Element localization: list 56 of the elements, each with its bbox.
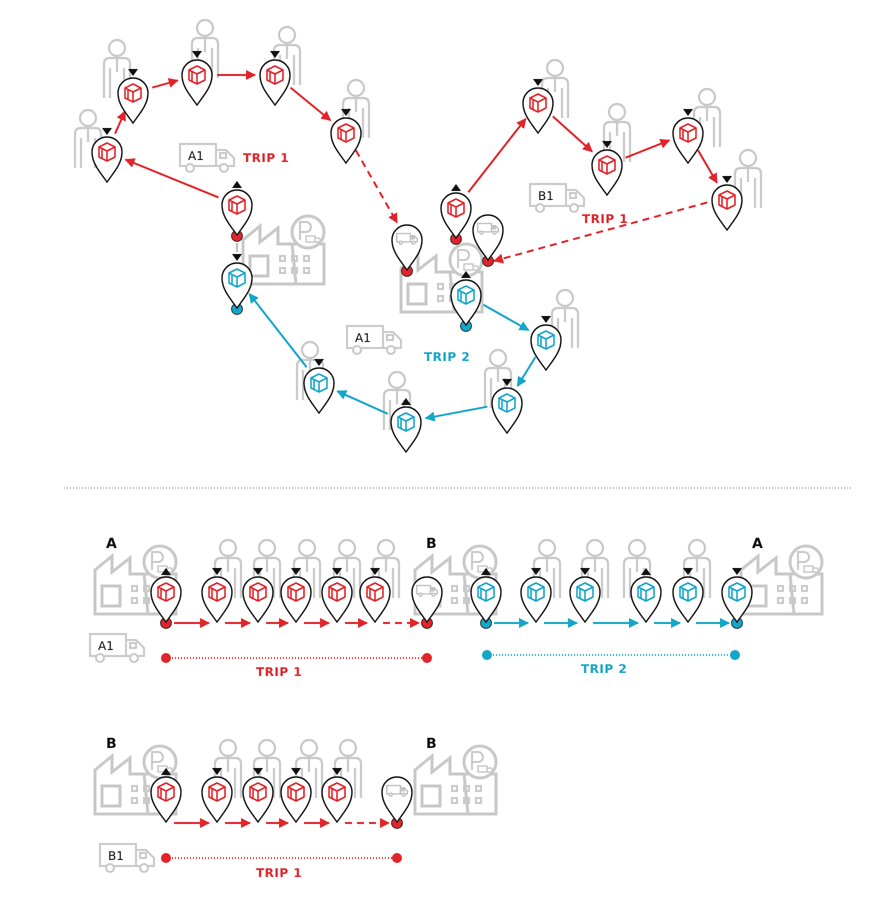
route-arrow — [494, 618, 529, 628]
vehicle-id: A1 — [188, 149, 204, 163]
route-arrow — [124, 158, 219, 198]
route-arrow — [383, 618, 420, 628]
vehicle-id: B1 — [108, 849, 124, 863]
vehicle-id: A1 — [355, 331, 371, 345]
route-arrow — [114, 110, 126, 134]
location-pin — [449, 269, 483, 333]
location-pin — [439, 182, 473, 246]
route-arrow — [304, 818, 330, 828]
route-arrow — [345, 818, 390, 828]
location-pin — [720, 566, 754, 630]
route-arrow — [544, 618, 578, 628]
route-arrow — [593, 618, 639, 628]
route-arrow — [174, 818, 210, 828]
depot-letter: B — [426, 736, 437, 752]
location-pin — [220, 179, 254, 243]
vehicle-id: A1 — [98, 639, 114, 653]
route-arrow — [345, 618, 368, 628]
trip-label: TRIP 1 — [582, 212, 628, 226]
location-pin — [220, 252, 254, 316]
route-arrow — [696, 618, 730, 628]
route-arrow — [217, 70, 256, 80]
route-arrow — [248, 292, 308, 368]
route-arrow — [424, 406, 488, 422]
depot-letter: A — [752, 536, 763, 552]
route-arrow — [152, 78, 179, 89]
route-arrow — [225, 618, 251, 628]
vehicle-id: B1 — [538, 189, 554, 203]
route-arrow — [654, 618, 681, 628]
route-arrow — [697, 150, 718, 184]
location-pin — [469, 566, 503, 630]
route-arrow — [482, 304, 530, 332]
depot-letter: B — [106, 736, 117, 752]
route-arrow — [266, 618, 289, 628]
route-arrow — [304, 618, 330, 628]
route-arrow — [336, 390, 388, 415]
route-arrow — [290, 86, 332, 122]
trip-label: TRIP 1 — [256, 665, 302, 679]
route-arrow — [468, 118, 526, 193]
trip-label: TRIP 1 — [243, 151, 290, 165]
route-arrow — [174, 618, 210, 628]
trip-label: TRIP 2 — [581, 662, 628, 676]
connector-line — [236, 243, 238, 252]
route-arrow — [516, 356, 536, 387]
depot-letter: A — [106, 536, 117, 552]
trip-label: TRIP 2 — [424, 350, 470, 364]
route-arrow — [493, 202, 708, 264]
trip-label: TRIP 1 — [256, 866, 302, 880]
route-arrow — [225, 818, 251, 828]
route-arrow — [625, 139, 670, 159]
depot-letter: B — [426, 536, 437, 552]
route-arrow — [266, 818, 289, 828]
route-arrow — [552, 116, 593, 152]
location-pin — [149, 566, 183, 630]
route-arrow — [355, 150, 398, 224]
